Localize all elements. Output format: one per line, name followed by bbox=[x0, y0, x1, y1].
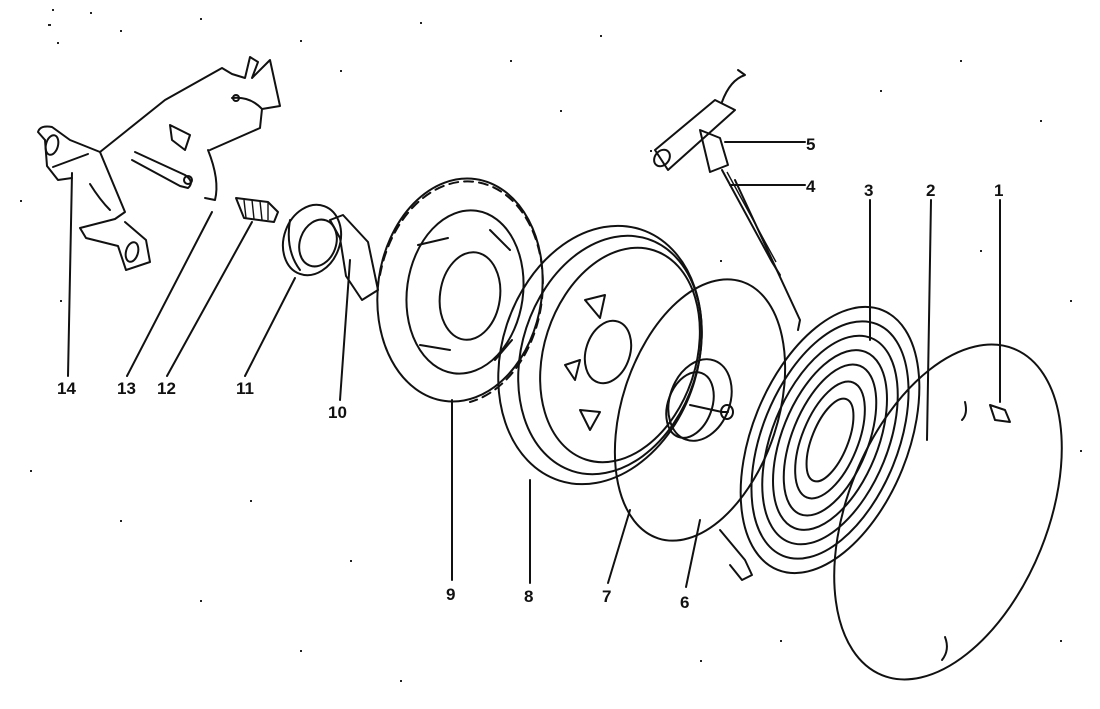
callout-7: 7 bbox=[602, 587, 611, 606]
callout-4: 4 bbox=[806, 177, 816, 196]
callout-3: 3 bbox=[864, 181, 873, 200]
part-14-bracket bbox=[37, 56, 281, 271]
callout-12: 12 bbox=[157, 379, 176, 398]
part-1-screw bbox=[989, 404, 1011, 423]
scan-speckle bbox=[20, 9, 1082, 682]
part-10-pawl bbox=[329, 214, 379, 301]
callout-5: 5 bbox=[806, 135, 815, 154]
part-9-gear bbox=[376, 177, 544, 403]
callout-6: 6 bbox=[680, 593, 689, 612]
part-4-rope-end bbox=[721, 169, 781, 276]
part-5-handle bbox=[653, 69, 746, 173]
callout-13: 13 bbox=[117, 379, 136, 398]
callout-1: 1 bbox=[994, 181, 1003, 200]
callout-14: 14 bbox=[57, 379, 76, 398]
callout-labels: 1 2 3 4 5 6 7 8 9 10 11 12 13 14 bbox=[57, 135, 1003, 612]
leader-lines bbox=[67, 141, 1001, 588]
part-7-hub bbox=[665, 358, 734, 442]
part-12-spring bbox=[235, 197, 279, 223]
part-11-bushing bbox=[281, 203, 343, 277]
callout-10: 10 bbox=[328, 403, 347, 422]
part-3-spring bbox=[739, 305, 921, 575]
callout-9: 9 bbox=[446, 585, 455, 604]
callout-2: 2 bbox=[926, 181, 935, 200]
part-6-pin bbox=[719, 529, 753, 581]
callout-11: 11 bbox=[236, 379, 254, 398]
callout-8: 8 bbox=[524, 587, 533, 606]
part-2-cover bbox=[833, 343, 1063, 681]
part-8-pulley bbox=[497, 224, 703, 486]
